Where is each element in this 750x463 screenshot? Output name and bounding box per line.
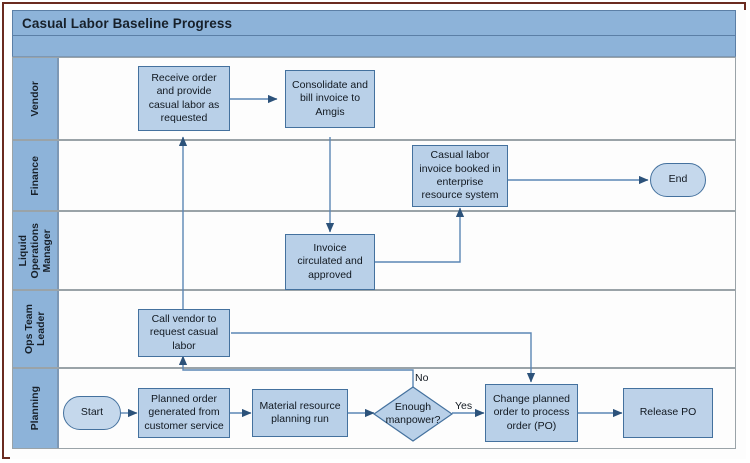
- node-consolidate-bill-label: Consolidate and bill invoice to Amgis: [292, 78, 368, 118]
- node-mrp-run[interactable]: Material resource planning run: [252, 389, 348, 437]
- lane-header-liquid-operations-manager: Liquid Operations Manager: [13, 212, 59, 289]
- node-planned-order[interactable]: Planned order generated from customer se…: [138, 388, 230, 438]
- node-invoice-booked-label: Casual labor invoice booked in enterpris…: [419, 149, 501, 202]
- lane-header-planning: Planning: [13, 369, 59, 448]
- lane-label-planning: Planning: [28, 386, 41, 431]
- node-consolidate-bill[interactable]: Consolidate and bill invoice to Amgis: [285, 70, 375, 128]
- node-call-vendor-label: Call vendor to request casual labor: [149, 312, 219, 352]
- node-receive-order-label: Receive order and provide casual labor a…: [148, 71, 220, 124]
- lane-body-liquid-operations-manager: [59, 212, 735, 289]
- node-release-po-label: Release PO: [639, 406, 697, 419]
- lane-header-ops-team-leader: Ops Team Leader: [13, 291, 59, 367]
- swimlane-ops-team-leader: Ops Team Leader: [13, 291, 735, 369]
- node-enough-manpower[interactable]: Enough manpower?: [373, 386, 453, 442]
- swimlane-finance: Finance: [13, 141, 735, 212]
- node-call-vendor[interactable]: Call vendor to request casual labor: [138, 309, 230, 357]
- node-planned-order-label: Planned order generated from customer se…: [144, 392, 224, 432]
- lane-header-finance: Finance: [13, 141, 59, 210]
- diagram-title-bar: Casual Labor Baseline Progress: [12, 10, 736, 36]
- node-invoice-booked[interactable]: Casual labor invoice booked in enterpris…: [412, 145, 508, 207]
- title-underband: [12, 36, 736, 57]
- node-change-order-label: Change planned order to process order (P…: [492, 392, 571, 432]
- edge-label-no: No: [415, 372, 429, 384]
- lane-header-vendor: Vendor: [13, 58, 59, 139]
- node-invoice-circulated-label: Invoice circulated and approved: [297, 241, 363, 281]
- lane-label-finance: Finance: [28, 155, 41, 196]
- node-start-label: Start: [80, 406, 104, 419]
- lane-label-ops-team-leader: Ops Team Leader: [22, 304, 47, 354]
- node-change-order[interactable]: Change planned order to process order (P…: [485, 384, 578, 442]
- node-end[interactable]: End: [650, 163, 706, 197]
- lane-body-finance: [59, 141, 735, 210]
- node-release-po[interactable]: Release PO: [623, 388, 713, 438]
- node-mrp-run-label: Material resource planning run: [259, 399, 341, 425]
- lane-label-liquid-operations-manager: Liquid Operations Manager: [16, 222, 54, 279]
- lane-label-vendor: Vendor: [28, 80, 41, 117]
- node-invoice-circulated[interactable]: Invoice circulated and approved: [285, 234, 375, 290]
- node-start[interactable]: Start: [63, 396, 121, 430]
- node-receive-order[interactable]: Receive order and provide casual labor a…: [138, 66, 230, 131]
- diamond-shape: [373, 386, 453, 442]
- edge-label-yes: Yes: [455, 400, 473, 412]
- page-title: Casual Labor Baseline Progress: [22, 15, 233, 31]
- node-end-label: End: [668, 173, 688, 186]
